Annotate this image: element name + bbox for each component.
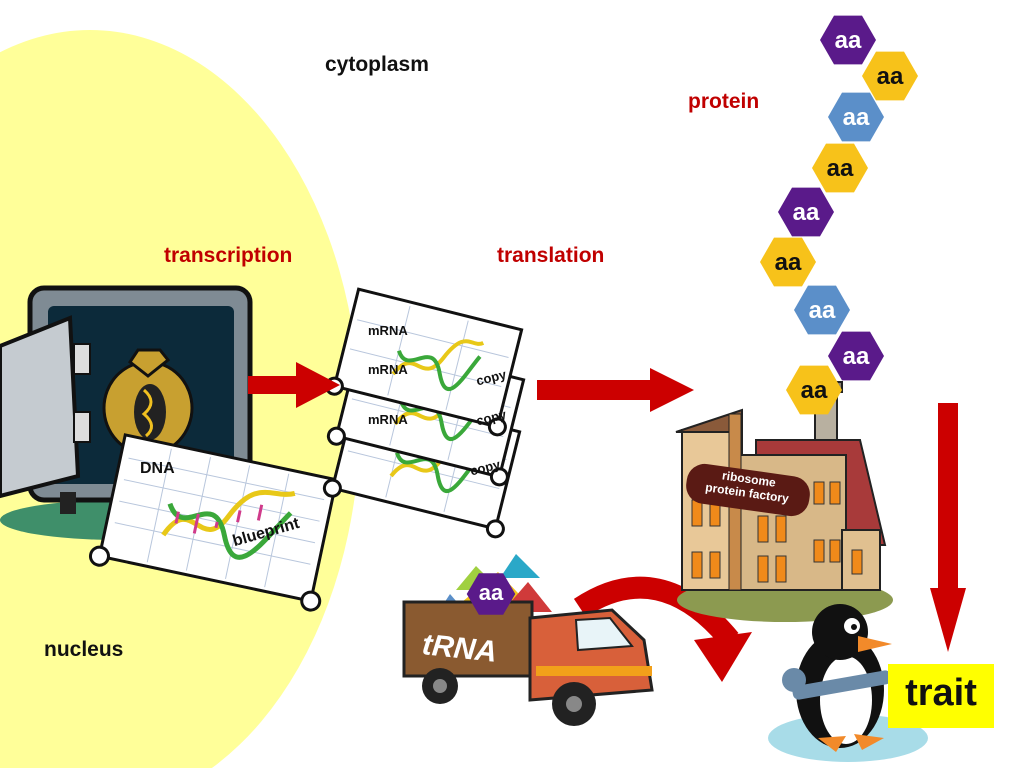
transcription-arrow [248, 362, 340, 408]
amino-acid-hexagon: aa [820, 15, 876, 65]
amino-acid-hexagon: aa [812, 143, 868, 193]
mrna-sheet-label: mRNA [368, 412, 408, 427]
amino-acid-hexagon-shape [812, 143, 868, 193]
amino-acid-hexagon-shape [760, 237, 816, 287]
amino-acid-hexagon-shape [828, 92, 884, 142]
amino-acid-label: aa [835, 27, 862, 54]
amino-acid-hexagon-shape [794, 285, 850, 335]
trait-arrow [930, 403, 966, 652]
amino-acid-hexagon-shape [828, 331, 884, 381]
transcription-label: transcription [164, 244, 293, 267]
delivery-arrow [573, 576, 739, 648]
amino-acid-hexagon-shape [778, 187, 834, 237]
mrna-copy-sheet [324, 287, 524, 437]
amino-acid-hexagon: aa [828, 331, 884, 381]
amino-acid-hexagon: aa [862, 51, 918, 101]
translation-label: translation [497, 244, 605, 267]
protein-label: protein [688, 90, 760, 113]
amino-acid-label: aa [775, 249, 802, 276]
trait-label: trait [905, 672, 977, 714]
amino-acid-label: aa [877, 63, 904, 90]
amino-acid-label: aa [843, 343, 870, 370]
trait-box [888, 664, 994, 728]
mrna-sheet-label: mRNA [368, 362, 408, 377]
ribosome-factory-icon [675, 381, 893, 622]
safe-icon [0, 285, 253, 540]
nucleus-label: nucleus [44, 638, 124, 661]
dna-sheet-label: DNA [140, 460, 175, 477]
amino-acid-label: aa [843, 104, 870, 131]
amino-acid-hexagon: aa [794, 285, 850, 335]
amino-acid-label: aa [827, 155, 854, 182]
cytoplasm-label: cytoplasm [325, 53, 429, 76]
amino-acid-label: aa [801, 377, 828, 404]
amino-acid-hexagon: aa [828, 92, 884, 142]
delivery-arrow-head [694, 632, 752, 682]
dna-blueprint-sheet [88, 433, 339, 612]
amino-acid-hexagon-shape [820, 15, 876, 65]
amino-acid-hexagon: aa [778, 187, 834, 237]
mrna-sheet-label: mRNA [368, 323, 408, 338]
amino-acid-label: aa [793, 199, 820, 226]
trna-cargo-label: aa [478, 580, 504, 605]
amino-acid-hexagon-shape [862, 51, 918, 101]
amino-acid-hexagon: aa [760, 237, 816, 287]
translation-arrow [537, 368, 694, 412]
amino-acid-hexagon: aa [786, 365, 842, 415]
amino-acid-hexagon-shape [786, 365, 842, 415]
amino-acid-label: aa [809, 297, 836, 324]
